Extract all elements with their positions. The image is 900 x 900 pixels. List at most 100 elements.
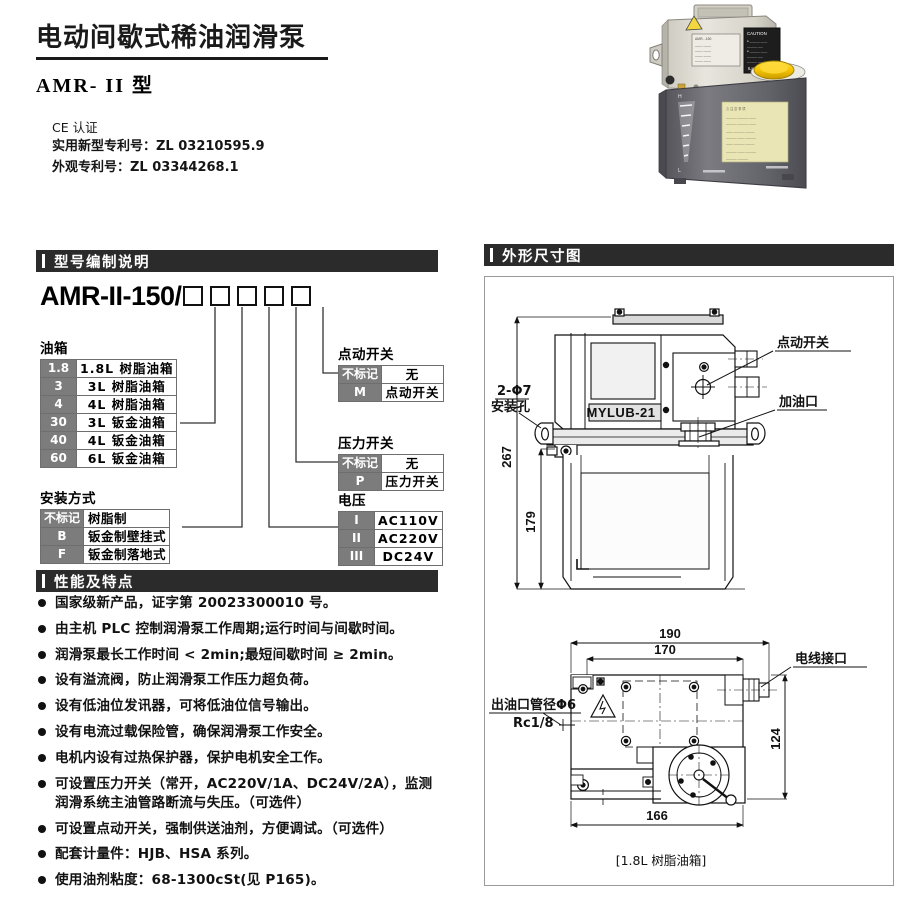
tank-desc-2: 4L 树脂油箱 <box>75 395 178 414</box>
bar-tick <box>490 248 493 262</box>
section-header-features: 性能及特点 <box>36 570 438 592</box>
certification-block: CE 认证 实用新型专利号：ZL 03210595.9 外观专利号：ZL 033… <box>52 118 265 178</box>
table-row: 不标记 树脂制 <box>39 509 171 528</box>
drawing-caption: [1.8L 树脂油箱] <box>616 853 707 868</box>
product-photo: AMR- -150 ____ ____ ____ ____ ____ ____ … <box>648 2 878 212</box>
option-table-pressure-switch: 不标记 无 P 压力开关 <box>337 454 445 491</box>
svg-text:______ ____ ______: ______ ____ ______ <box>725 135 756 139</box>
list-item: 润滑泵最长工作时间 < 2min;最短间歇时间 ≥ 2min。 <box>38 646 468 665</box>
press-code-1: P <box>337 472 383 491</box>
voltage-desc-2: DC24V <box>374 547 443 566</box>
cert-line-utility-patent: 实用新型专利号：ZL 03210595.9 <box>52 139 265 155</box>
mounting-code-0: 不标记 <box>39 509 85 528</box>
list-item: 设有溢流阀，防止润滑泵工作压力超负荷。 <box>38 671 468 690</box>
tank-code-4: 40 <box>40 431 77 450</box>
model-code-row: AMR-II-150/ <box>40 283 311 310</box>
tank-code-2: 4 <box>40 395 77 414</box>
svg-text:______ ___: ______ ___ <box>746 54 763 58</box>
svg-text:____ ____: ____ ____ <box>694 58 711 62</box>
oil-reservoir: H L ⚠ 注 意 事 项 ______ ______ ____ ______ … <box>658 77 807 189</box>
list-item: 设有电流过载保险管，确保润滑泵工作安全。 <box>38 723 468 742</box>
voltage-code-2: III <box>338 547 375 566</box>
jog-desc-0: 无 <box>381 365 445 384</box>
svg-text:● ______ ____: ● ______ ____ <box>747 39 767 43</box>
svg-text:____ ____: ____ ____ <box>694 43 711 47</box>
option-caption-tank: 油箱 <box>40 341 68 357</box>
svg-text:____ ____: ____ ____ <box>694 53 711 57</box>
title-block: 电动间歇式稀油润滑泵 AMR- II 型 <box>36 24 366 98</box>
svg-text:H: H <box>678 94 682 100</box>
table-row: 30 3L 钣金油箱 <box>40 413 178 432</box>
svg-text:______ ____ ______: ______ ____ ______ <box>725 149 756 153</box>
feature-text-5: 设有电流过载保险管，确保润滑泵工作安全。 <box>55 723 331 740</box>
svg-text:______ ______ ____: ______ ______ ____ <box>725 121 756 125</box>
press-code-0: 不标记 <box>337 454 383 473</box>
mounting-code-1: B <box>39 527 85 546</box>
code-box-3[interactable] <box>236 286 257 306</box>
press-desc-1: 压力开关 <box>381 472 445 491</box>
dim-height-body: 179 <box>523 511 538 533</box>
list-item: 可设置点动开关，强制供送油剂，方便调试。（可选件） <box>38 820 468 839</box>
option-table-mounting: 不标记 树脂制 B 钣金制壁挂式 F 钣金制落地式 <box>39 509 171 564</box>
mounting-desc-1: 钣金制壁挂式 <box>83 527 171 546</box>
table-row: B 钣金制壁挂式 <box>39 527 171 546</box>
jog-desc-1: 点动开关 <box>381 383 445 402</box>
list-item: 由主机 PLC 控制润滑泵工作周期;运行时间与间歇时间。 <box>38 620 468 639</box>
title-divider <box>36 56 328 60</box>
dimension-drawing-panel: 267 179 2-Φ7 安装孔 MYLUB-21 点动开关 加油口 190 1… <box>484 276 894 886</box>
feature-text-1: 由主机 PLC 控制润滑泵工作周期;运行时间与间歇时间。 <box>55 620 404 637</box>
svg-text:______ ______ ____: ______ ______ ____ <box>725 115 756 119</box>
option-caption-pressure-switch: 压力开关 <box>338 436 394 452</box>
label-mount-hole: 安装孔 <box>491 399 530 415</box>
section-header-dimensions: 外形尺寸图 <box>484 244 894 266</box>
option-table-voltage: I AC110V II AC220V III DC24V <box>338 511 443 566</box>
svg-text:L: L <box>678 168 681 174</box>
code-box-2[interactable] <box>209 286 230 306</box>
table-row: 4 4L 树脂油箱 <box>40 395 178 414</box>
bullet-icon <box>38 876 46 885</box>
svg-text:⚠ 注 意 事 项: ⚠ 注 意 事 项 <box>726 106 746 111</box>
feature-text-3: 设有溢流阀，防止润滑泵工作压力超负荷。 <box>55 672 318 689</box>
feature-text-8: 可设置点动开关，强制供送油剂，方便调试。（可选件） <box>55 820 394 837</box>
svg-text:CAUTION: CAUTION <box>747 31 767 36</box>
bar-tick <box>42 574 45 588</box>
label-mount-hole-dia: 2-Φ7 <box>497 384 532 399</box>
dim-height-total: 267 <box>499 446 514 468</box>
list-item: 使用油剂粘度：68-1300cSt(见 P165)。 <box>38 871 468 890</box>
press-desc-0: 无 <box>381 454 445 473</box>
label-jog-switch: 点动开关 <box>777 335 829 351</box>
dim-width-mount: 170 <box>654 642 676 657</box>
table-row: 40 4L 钣金油箱 <box>40 431 178 450</box>
voltage-desc-0: AC110V <box>374 511 443 530</box>
voltage-desc-1: AC220V <box>374 529 443 548</box>
tank-code-1: 3 <box>40 377 77 396</box>
section-header-label: 外形尺寸图 <box>502 248 582 265</box>
svg-text:______ ___: ______ ___ <box>746 44 763 48</box>
section-header-model-code: 型号编制说明 <box>36 250 438 272</box>
tank-desc-5: 6L 钣金油箱 <box>75 449 178 468</box>
dimension-drawing: 267 179 2-Φ7 安装孔 MYLUB-21 点动开关 加油口 190 1… <box>489 308 867 868</box>
label-wire-port: 电线接口 <box>795 651 847 667</box>
code-box-5[interactable] <box>290 286 311 306</box>
feature-text-10: 使用油剂粘度：68-1300cSt(见 P165)。 <box>55 872 325 889</box>
mounting-code-2: F <box>39 545 85 564</box>
code-box-1[interactable] <box>182 286 203 306</box>
voltage-code-1: II <box>338 529 375 548</box>
voltage-code-0: I <box>338 511 375 530</box>
table-row: 1.8 1.8L 树脂油箱 <box>40 359 178 378</box>
bullet-icon <box>38 727 46 736</box>
jog-code-1: M <box>337 383 383 402</box>
dim-width-total: 190 <box>659 626 681 641</box>
label-outlet-pipe: 出油口管径Φ6 <box>491 697 576 713</box>
right-column: 外形尺寸图 <box>484 0 900 900</box>
option-group-tank: 油箱 1.8 1.8L 树脂油箱 3 3L 树脂油箱 4 4L 树脂油箱 30 … <box>40 337 178 468</box>
feature-text-9: 配套计量件：HJB、HSA 系列。 <box>55 846 258 863</box>
left-column: 电动间歇式稀油润滑泵 AMR- II 型 CE 认证 实用新型专利号：ZL 03… <box>36 24 468 890</box>
svg-text:● ______ ____: ● ______ ____ <box>747 49 767 53</box>
bullet-icon <box>38 779 46 788</box>
list-item: 设有低油位发讯器，可将低油位信号输出。 <box>38 697 468 716</box>
table-row: M 点动开关 <box>337 383 445 402</box>
tank-code-3: 30 <box>40 413 77 432</box>
feature-text-2: 润滑泵最长工作时间 < 2min;最短间歇时间 ≥ 2min。 <box>55 646 402 663</box>
code-box-4[interactable] <box>263 286 284 306</box>
